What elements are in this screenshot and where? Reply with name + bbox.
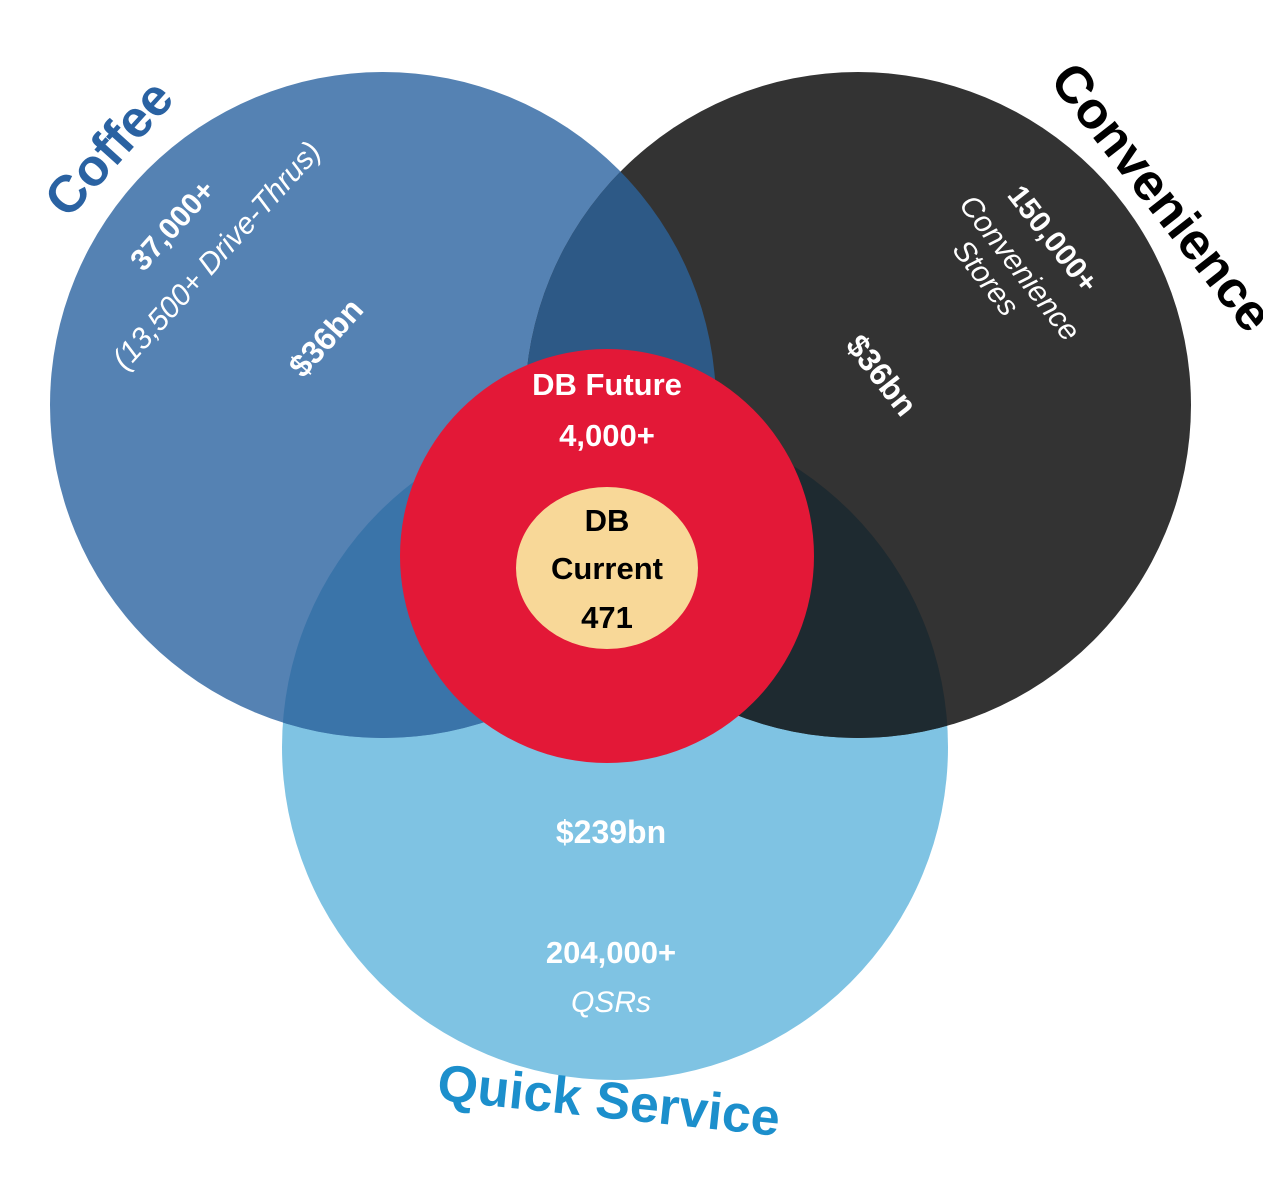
quick-service-market-size: $239bn [556, 814, 666, 850]
quick-service-count: 204,000+ [546, 935, 676, 970]
db-future-title: DB Future [532, 367, 682, 402]
db-future-count: 4,000+ [559, 418, 655, 453]
db-current-line1: DB [585, 503, 630, 538]
db-current-circle [516, 487, 698, 649]
db-current-line2: Current [551, 551, 663, 586]
db-current-line3: 471 [581, 600, 633, 635]
quick-service-detail: QSRs [571, 986, 651, 1019]
